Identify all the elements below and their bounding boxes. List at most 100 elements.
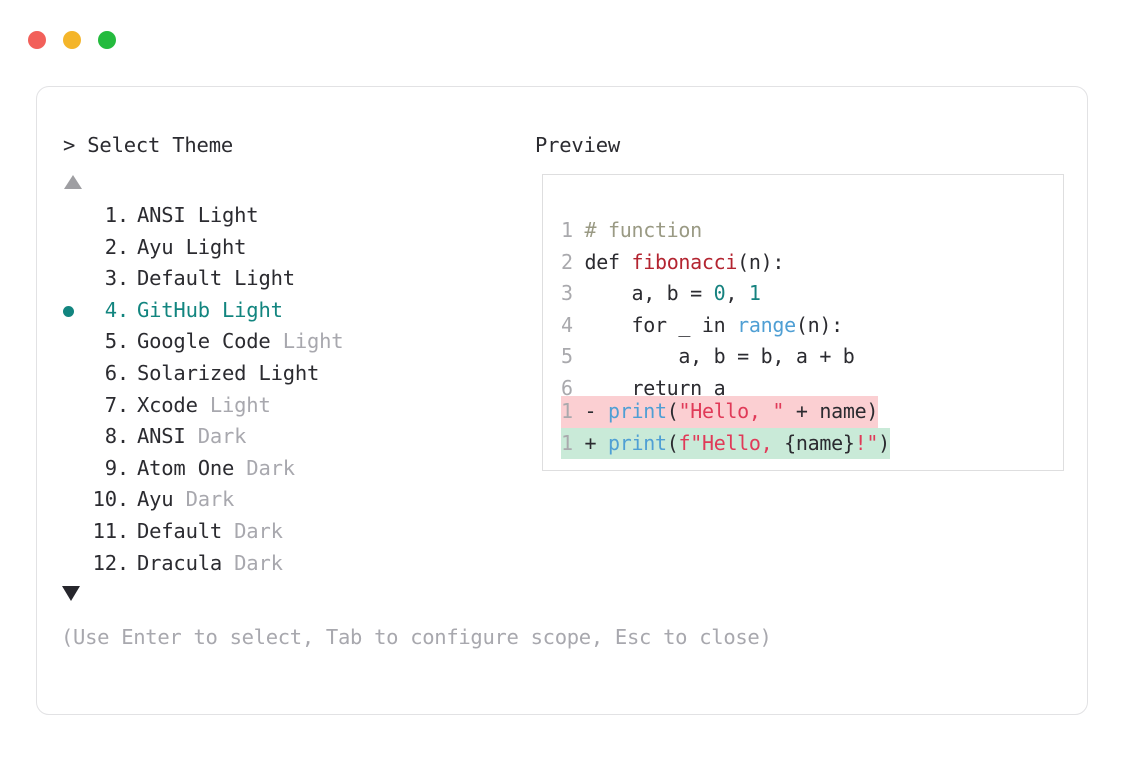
keyboard-hint: (Use Enter to select, Tab to configure s… <box>61 625 772 649</box>
theme-item-label: ANSI Dark <box>137 421 247 453</box>
code-line-number: 2 <box>561 249 573 274</box>
theme-item-label: Default Light <box>137 263 295 295</box>
code-token-fprefix: f <box>678 430 691 455</box>
prompt-header: > Select Theme <box>63 133 233 157</box>
code-token-builtin: print <box>608 399 667 423</box>
theme-item-variant: Light <box>185 234 247 259</box>
theme-item-variant: Light <box>234 266 295 291</box>
code-line: 6 return a <box>561 373 855 405</box>
theme-item-variant: Dark <box>197 424 247 449</box>
theme-item-name: Atom One <box>137 455 235 480</box>
theme-item-number: 3. <box>104 266 129 291</box>
code-token-plain: for _ in <box>584 312 738 337</box>
code-diff-line-removed: 1 - print("Hello, " + name) <box>561 396 878 428</box>
theme-list-item[interactable]: 8. ANSI Dark <box>37 421 507 453</box>
theme-item-label: Dracula Dark <box>137 548 283 580</box>
theme-item-name: Default <box>137 266 222 291</box>
theme-item-variant: Light <box>209 392 271 417</box>
theme-item-name: Dracula <box>137 550 222 575</box>
scroll-up-icon[interactable] <box>64 175 82 189</box>
theme-item-label: ANSI Light <box>137 200 259 232</box>
theme-item-name: Solarized <box>137 360 247 385</box>
theme-list-item[interactable]: 1. ANSI Light <box>37 200 507 232</box>
theme-list-item[interactable]: 11. Default Dark <box>37 516 507 548</box>
code-token-plain: ) <box>878 430 890 455</box>
code-token-plain: (n): <box>737 249 785 274</box>
code-diff-block: 1 - print("Hello, " + name)1 + print(f"H… <box>561 396 890 459</box>
code-token-str: "Hello, <box>690 430 785 455</box>
code-line-number: 1 <box>561 399 573 423</box>
code-token-builtin: print <box>608 430 667 455</box>
theme-item-label: Atom One Dark <box>137 453 295 485</box>
theme-item-number: 1. <box>104 203 129 227</box>
theme-list-item[interactable]: 12. Dracula Dark <box>37 548 507 580</box>
theme-list-item[interactable]: 6. Solarized Light <box>37 358 507 390</box>
theme-picker-card: > Select Theme Preview 1. ANSI Light 2. Ayu… <box>36 86 1088 715</box>
scroll-down-icon[interactable] <box>62 586 80 601</box>
theme-item-name: Ayu <box>137 487 174 512</box>
code-token-num: 0 <box>713 281 726 305</box>
theme-list-item[interactable]: 10. Ayu Dark <box>37 484 507 516</box>
theme-item-label: GitHub Light <box>137 295 283 327</box>
theme-item-name: Default <box>137 518 222 543</box>
code-line: 5 a, b = b, a + b <box>561 341 855 373</box>
code-line-number: 6 <box>561 375 573 400</box>
theme-item-variant: Light <box>197 203 259 227</box>
code-token-builtin: range <box>737 312 796 337</box>
code-token-plain: + name) <box>784 399 879 423</box>
theme-item-number: 8. <box>104 424 129 449</box>
theme-item-number: 12. <box>92 550 130 575</box>
code-line: 1 # function <box>561 215 855 247</box>
theme-item-name: Ayu <box>137 234 174 259</box>
theme-item-label: Solarized Light <box>137 358 319 390</box>
theme-item-label: Ayu Light <box>137 232 247 264</box>
maximize-window-button[interactable] <box>98 31 116 49</box>
close-window-button[interactable] <box>28 31 46 49</box>
code-token-plain: {name} <box>784 430 855 455</box>
code-line: 4 for _ in range(n): <box>561 310 855 342</box>
theme-item-number: 2. <box>104 234 129 259</box>
theme-list-item[interactable]: 7.Xcode Light <box>37 390 507 422</box>
diff-marker: + <box>584 430 597 455</box>
theme-item-number: 4. <box>104 297 129 322</box>
theme-item-variant: Light <box>222 297 283 322</box>
theme-item-number: 5. <box>104 329 129 354</box>
code-token-plain: return a <box>584 375 726 400</box>
code-line: 2 def fibonacci(n): <box>561 247 855 279</box>
code-token-plain: a, b = <box>584 281 714 305</box>
theme-item-number: 6. <box>104 360 129 385</box>
theme-list-item[interactable]: 9. Atom One Dark <box>37 453 507 485</box>
theme-item-name: GitHub <box>137 297 210 322</box>
preview-header: Preview <box>535 133 620 157</box>
theme-item-variant: Dark <box>246 455 295 480</box>
code-token-plain: a, b = b, a + b <box>584 344 855 368</box>
code-token-plain: (n): <box>795 312 843 337</box>
theme-item-name: ANSI <box>137 424 186 449</box>
code-token-plain: ( <box>666 399 679 423</box>
theme-item-variant: Dark <box>234 518 283 543</box>
code-line-number: 1 <box>561 430 573 455</box>
theme-item-label: Ayu Dark <box>137 484 234 516</box>
theme-item-variant: Dark <box>185 487 235 512</box>
code-token-str: " <box>866 430 879 455</box>
window-controls <box>28 31 116 49</box>
theme-item-number: 9. <box>104 455 129 480</box>
theme-item-number: 10. <box>92 487 130 512</box>
theme-list-item[interactable]: 2. Ayu Light <box>37 232 507 264</box>
theme-list-item[interactable]: 4. GitHub Light <box>37 295 507 327</box>
code-diff-line-added: 1 + print(f"Hello, {name}!") <box>561 427 890 459</box>
code-line-number: 3 <box>561 281 573 305</box>
theme-list-item[interactable]: 3. Default Light <box>37 263 507 295</box>
theme-item-variant: Light <box>258 360 320 385</box>
theme-item-label: Default Dark <box>137 516 283 548</box>
minimize-window-button[interactable] <box>63 31 81 49</box>
theme-item-label: Xcode Light <box>137 390 271 422</box>
selected-bullet-icon <box>63 305 74 317</box>
theme-list-item[interactable]: 5.Google Code Light <box>37 326 507 358</box>
theme-item-number: 11. <box>92 518 130 543</box>
diff-marker: - <box>584 399 597 423</box>
